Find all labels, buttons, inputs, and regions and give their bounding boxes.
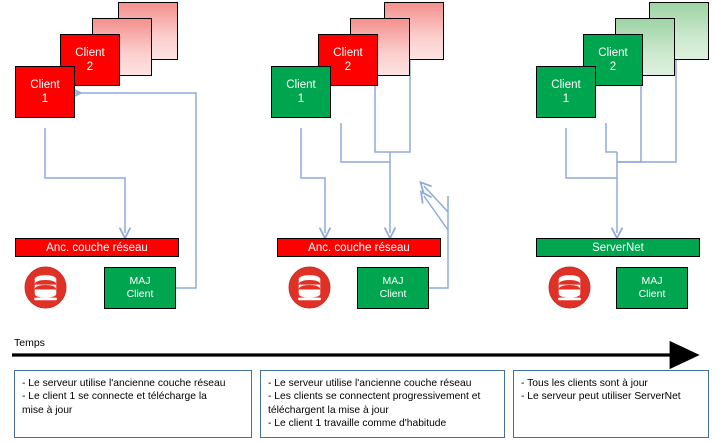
caption-line: - Le client 1 se connecte et télécharge … (22, 391, 207, 403)
maj-label-line1: MAJ (129, 275, 151, 287)
caption-line: mise à jour (22, 404, 73, 416)
maj-label-line1: MAJ (641, 275, 663, 287)
client-box-number: 2 (344, 61, 352, 73)
caption-line: téléchargent la mise à jour (268, 404, 389, 416)
timeline-label: Temps (14, 337, 45, 349)
maj-label-line2: Client (638, 288, 666, 300)
network-layer-bar-legacy: Anc. couche réseau (15, 238, 179, 257)
client-box-label: Client (598, 47, 628, 59)
server-database-icon (288, 266, 331, 309)
server-database-icon (548, 266, 591, 309)
client-box-2: Client 2 (60, 34, 120, 86)
client-box-label: Client (551, 79, 581, 91)
caption-line: - Le serveur utilise l'ancienne couche r… (268, 378, 472, 389)
network-layer-bar-legacy: Anc. couche réseau (277, 238, 441, 257)
stage-caption-1: - Le serveur utilise l'ancienne couche r… (14, 370, 252, 438)
client-box-label: Client (30, 79, 60, 91)
client-box-number: 1 (562, 93, 570, 105)
client-box-number: 2 (609, 61, 617, 73)
maj-client-box: MAJ Client (616, 267, 688, 309)
client-box-number: 1 (297, 93, 305, 105)
client-box-1: Client 1 (15, 66, 75, 118)
client-box-number: 1 (41, 93, 49, 105)
client-box-number: 2 (86, 61, 94, 73)
maj-client-box: MAJ Client (104, 267, 176, 309)
server-database-icon (24, 266, 67, 309)
maj-label-line2: Client (379, 288, 407, 300)
network-layer-bar-servernet: ServerNet (536, 238, 700, 257)
client-box-1: Client 1 (536, 66, 596, 118)
caption-line: - Tous les clients sont à jour (521, 378, 648, 389)
maj-label-line1: MAJ (382, 275, 404, 287)
caption-line: - Le serveur peut utiliser ServerNet (521, 391, 681, 403)
stage-caption-2: - Le serveur utilise l'ancienne couche r… (260, 370, 505, 438)
caption-line: - Les clients se connectent progressivem… (268, 391, 481, 403)
stage-caption-3: - Tous les clients sont à jour - Le serv… (513, 370, 709, 438)
caption-line: - Le client 1 travaille comme d'habitude (268, 418, 447, 430)
caption-line: - Le serveur utilise l'ancienne couche r… (22, 378, 226, 389)
client-box-1: Client 1 (271, 66, 331, 118)
client-box-label: Client (75, 47, 105, 59)
maj-client-box: MAJ Client (357, 267, 429, 309)
client-box-label: Client (286, 79, 316, 91)
maj-label-line2: Client (126, 288, 154, 300)
client-box-2: Client 2 (318, 34, 378, 86)
client-box-label: Client (333, 47, 363, 59)
